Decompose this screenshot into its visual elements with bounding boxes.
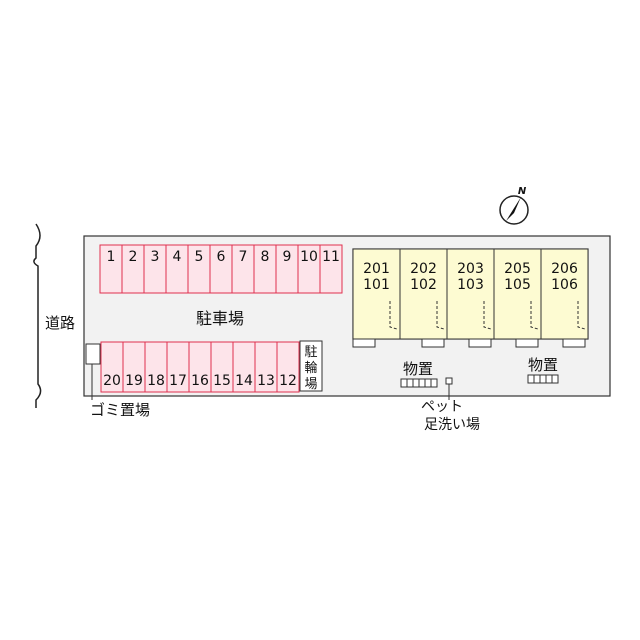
- unit: [399, 248, 448, 340]
- stair-line: [389, 301, 398, 330]
- unit-entrance-step: [468, 338, 492, 348]
- storage-left-label: 物置: [403, 360, 433, 378]
- unit-entrance-step: [562, 338, 586, 348]
- stair-line: [483, 301, 492, 330]
- unit-upper-number: 202: [410, 261, 437, 277]
- stair-line: [577, 301, 586, 330]
- parking-top-space-number: 6: [217, 249, 226, 265]
- bicycle-parking-label: 駐輪場: [304, 345, 317, 392]
- unit-upper-number: 206: [551, 261, 578, 277]
- parking-top-space-number: 10: [300, 249, 318, 265]
- storage-right-label: 物置: [528, 356, 558, 374]
- parking-top-space-number: 3: [151, 249, 160, 265]
- north-arrow: N: [499, 186, 529, 225]
- parking-label: 駐車場: [196, 309, 244, 328]
- parking-top-space: [319, 244, 343, 294]
- unit: [540, 248, 589, 340]
- pet-foot-wash: ペット 足洗い場: [421, 377, 480, 433]
- unit: [446, 248, 495, 340]
- storage-box: [527, 374, 559, 384]
- parking-bottom-space-number: 15: [213, 373, 231, 389]
- parking-bottom-space-number: 12: [279, 373, 297, 389]
- unit-entrance-step: [421, 338, 445, 348]
- storage-left: 物置: [400, 360, 438, 388]
- unit-entrance-step: [352, 338, 376, 348]
- unit-lower-number: 103: [457, 277, 484, 293]
- compass-label: N: [518, 186, 527, 197]
- parking-bottom-space-number: 20: [103, 373, 121, 389]
- parking-bottom-space: [276, 341, 300, 393]
- parking-bottom-space-number: 16: [191, 373, 209, 389]
- unit: [352, 248, 401, 340]
- parking-top-space-number: 7: [239, 249, 248, 265]
- road-boundary: [33, 223, 42, 408]
- road-label: 道路: [45, 314, 75, 332]
- unit-entrance-step: [515, 338, 539, 348]
- storage-right-icon: [527, 374, 559, 384]
- parking-top-space-number: 8: [261, 249, 270, 265]
- parking-bottom-space-number: 14: [235, 373, 253, 389]
- compass-needle-icon: [506, 197, 521, 221]
- parking-top-space-number: 11: [322, 249, 340, 265]
- unit-lower-number: 101: [363, 277, 390, 293]
- pet-foot-wash-label-line1: ペット: [421, 399, 463, 415]
- parking-top-space-number: 1: [107, 249, 116, 265]
- unit-lower-number: 106: [551, 277, 578, 293]
- storage-right: 物置: [527, 356, 559, 384]
- garbage-area: [85, 343, 101, 365]
- pet-foot-wash-label-line2: 足洗い場: [424, 417, 480, 433]
- unit-lower-number: 102: [410, 277, 437, 293]
- unit-upper-number: 205: [504, 261, 531, 277]
- garbage-label: ゴミ置場: [90, 401, 150, 419]
- storage-left-icon: [400, 378, 438, 388]
- parking-bottom-space-number: 17: [169, 373, 187, 389]
- unit-upper-number: 203: [457, 261, 484, 277]
- parking-top-space-number: 5: [195, 249, 204, 265]
- bicycle-parking-box: [299, 340, 323, 392]
- unit: [493, 248, 542, 340]
- parking-top-space-number: 2: [129, 249, 138, 265]
- parking-top-space-number: 9: [283, 249, 292, 265]
- unit-upper-number: 201: [363, 261, 390, 277]
- unit-lower-number: 105: [504, 277, 531, 293]
- parking-bottom-space-number: 19: [125, 373, 143, 389]
- stair-line: [436, 301, 445, 330]
- stair-line: [530, 301, 539, 330]
- parking-bottom-space-number: 18: [147, 373, 165, 389]
- parking-top-space-number: 4: [173, 249, 182, 265]
- pet-foot-wash-marker: [445, 377, 453, 385]
- bicycle-parking: 駐輪場: [299, 340, 323, 392]
- parking-bottom-space-number: 13: [257, 373, 275, 389]
